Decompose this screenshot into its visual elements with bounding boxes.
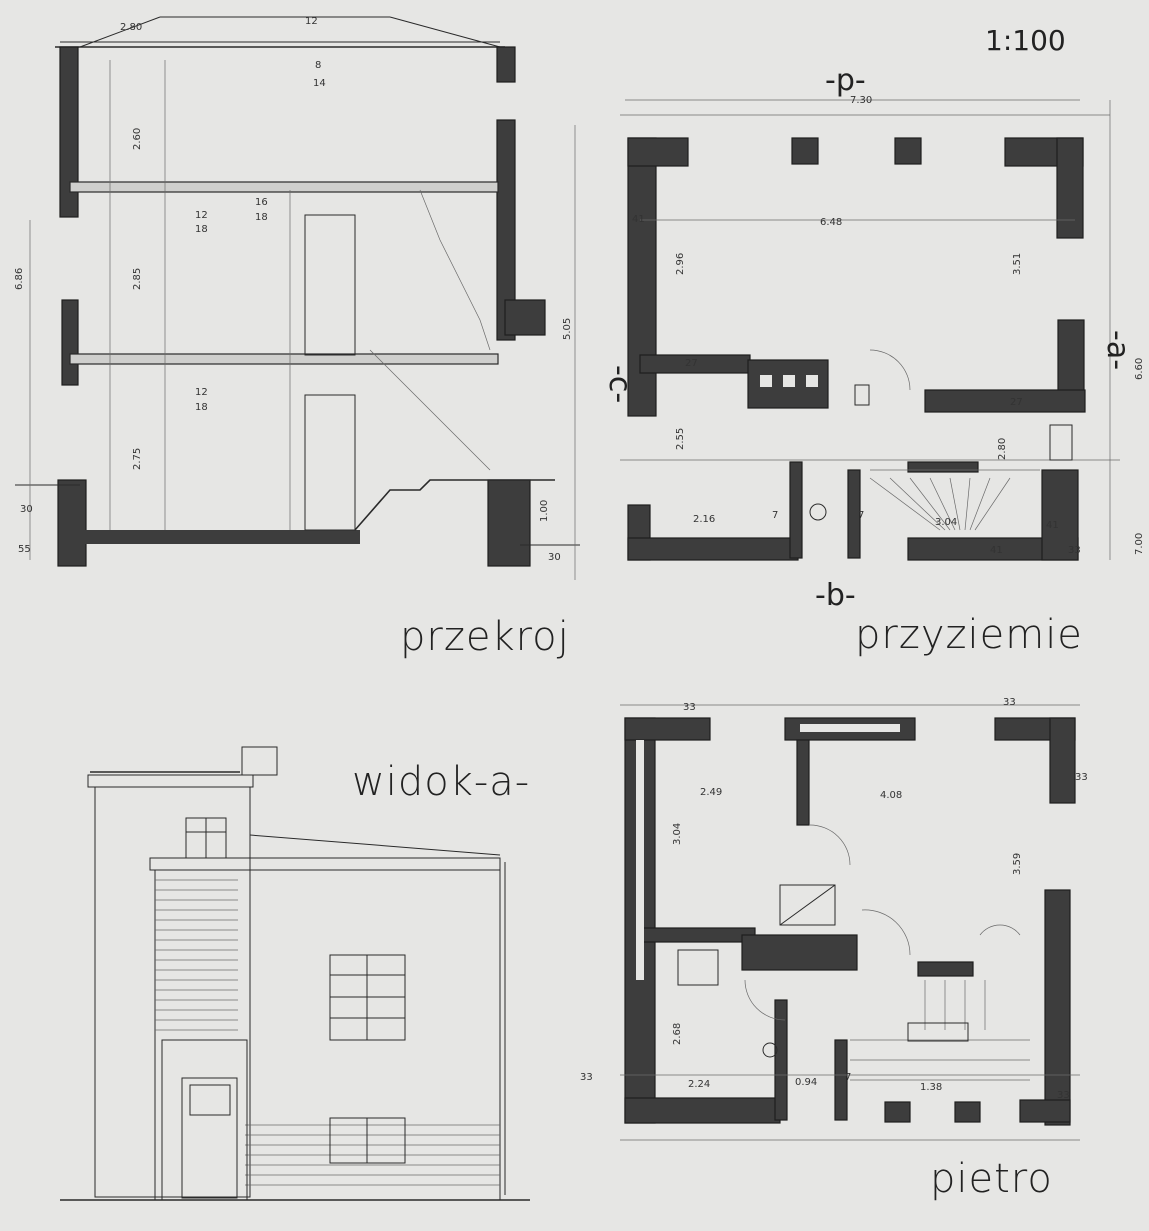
svg-text:33: 33 (580, 1072, 593, 1083)
svg-text:7: 7 (772, 510, 778, 521)
svg-text:1.00: 1.00 (539, 500, 550, 522)
svg-text:2.85: 2.85 (132, 268, 143, 290)
elevation-title: widok-a- (352, 759, 530, 805)
ground-floor-dimension-labels: 7.30 41 6.48 2.96 3.51 27 27 2.55 2.80 2… (632, 95, 1145, 556)
svg-text:30: 30 (20, 504, 33, 515)
svg-text:6.86: 6.86 (14, 268, 25, 290)
svg-text:41: 41 (990, 545, 1003, 556)
section-mark-p: -p- (825, 63, 866, 98)
ground-floor-title: przyziemie (855, 612, 1083, 658)
section-mark-a: -a- (1100, 330, 1135, 370)
section-title: przekroj (400, 614, 570, 660)
svg-text:41: 41 (1046, 520, 1059, 531)
upper-floor-plan (620, 704, 1080, 1141)
svg-text:33: 33 (683, 702, 696, 713)
svg-text:2.55: 2.55 (675, 428, 686, 450)
svg-text:2.96: 2.96 (675, 253, 686, 275)
svg-text:2.16: 2.16 (693, 514, 715, 525)
svg-text:27: 27 (1010, 397, 1023, 408)
elevation-drawing (60, 746, 530, 1201)
svg-text:14: 14 (313, 78, 326, 89)
svg-text:33: 33 (1068, 545, 1081, 556)
svg-text:4.08: 4.08 (880, 790, 902, 801)
svg-text:18: 18 (195, 402, 208, 413)
svg-text:16: 16 (255, 197, 268, 208)
svg-text:7: 7 (845, 1072, 851, 1083)
svg-text:3.51: 3.51 (1012, 253, 1023, 275)
svg-text:7.00: 7.00 (1134, 533, 1145, 555)
section-dimension-labels: 2.80 12 8 14 2.60 12 18 16 18 2.85 5.05 … (14, 16, 573, 563)
svg-text:41: 41 (632, 214, 645, 225)
svg-text:27: 27 (685, 358, 698, 369)
section-mark-b: -b- (815, 578, 856, 613)
svg-text:5.05: 5.05 (562, 318, 573, 340)
svg-text:2.68: 2.68 (672, 1023, 683, 1045)
svg-text:2.49: 2.49 (700, 787, 722, 798)
upper-floor-dimension-labels: 33 33 2.49 4.08 3.04 3.59 2.68 2.24 33 0… (580, 697, 1088, 1101)
svg-text:2.60: 2.60 (132, 128, 143, 150)
svg-text:12: 12 (305, 16, 318, 27)
svg-text:8: 8 (315, 60, 321, 71)
svg-text:1.38: 1.38 (920, 1082, 942, 1093)
ground-floor-plan (620, 99, 1120, 561)
svg-text:12: 12 (195, 387, 208, 398)
svg-text:33: 33 (1057, 1090, 1070, 1101)
svg-text:33: 33 (1075, 772, 1088, 783)
svg-text:30: 30 (548, 552, 561, 563)
section-drawing (15, 16, 580, 580)
svg-text:55: 55 (18, 544, 31, 555)
svg-text:7: 7 (858, 510, 864, 521)
svg-text:0.94: 0.94 (795, 1077, 817, 1088)
svg-text:18: 18 (195, 224, 208, 235)
svg-text:2.80: 2.80 (997, 438, 1008, 460)
svg-text:33: 33 (1003, 697, 1016, 708)
svg-text:2.24: 2.24 (688, 1079, 710, 1090)
svg-text:6.60: 6.60 (1134, 358, 1145, 380)
svg-text:2.80: 2.80 (120, 22, 142, 33)
svg-text:3.59: 3.59 (1012, 853, 1023, 875)
svg-text:6.48: 6.48 (820, 217, 842, 228)
scale-label: 1:100 (985, 24, 1066, 57)
upper-floor-title: pietro (930, 1156, 1053, 1202)
svg-text:18: 18 (255, 212, 268, 223)
svg-text:12: 12 (195, 210, 208, 221)
section-mark-c: -c- (602, 365, 637, 403)
svg-text:3.04: 3.04 (935, 517, 957, 528)
svg-text:2.75: 2.75 (132, 448, 143, 470)
svg-text:7.30: 7.30 (850, 95, 872, 106)
svg-text:3.04: 3.04 (672, 823, 683, 845)
